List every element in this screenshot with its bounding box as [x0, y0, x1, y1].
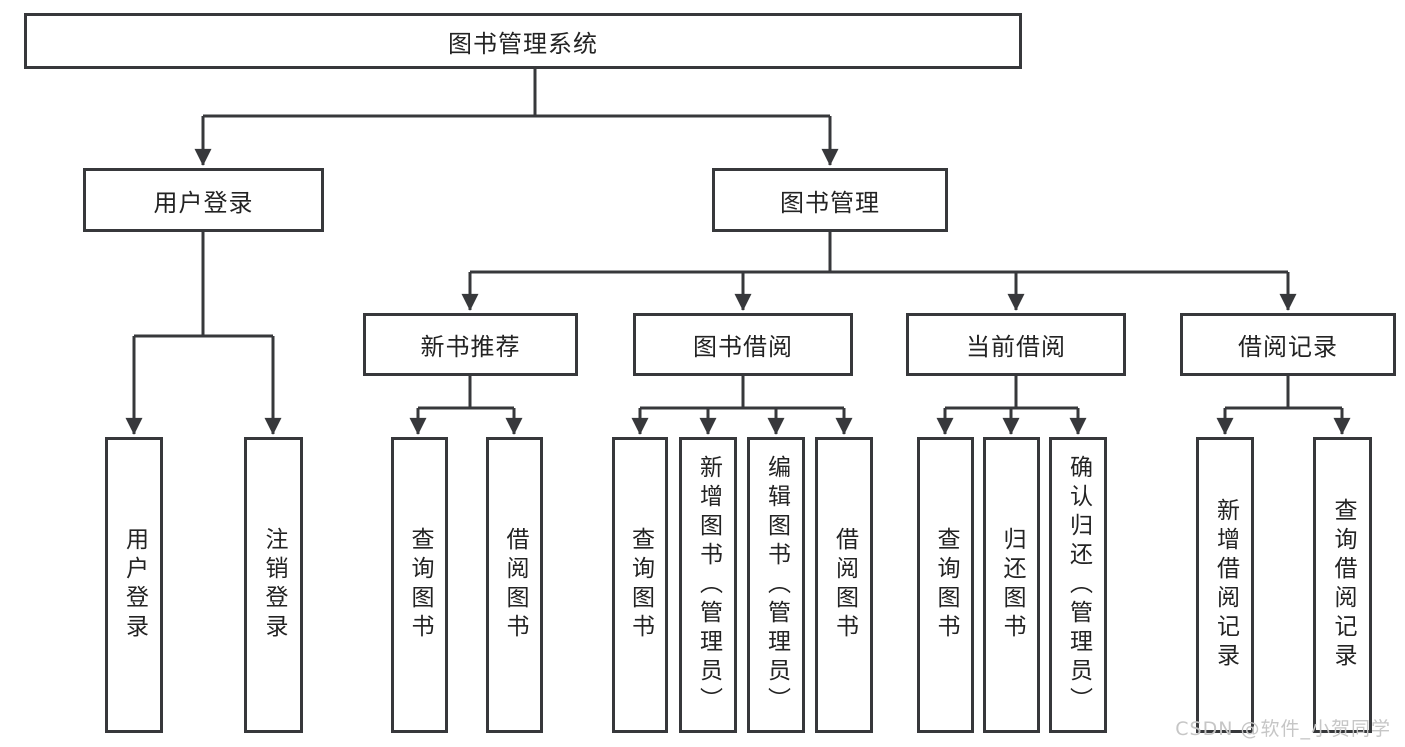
connector-book-mgmt-branch: [470, 232, 1288, 274]
leaf-logout: 注销登录: [244, 437, 303, 733]
leaf-borrow-books-label: 借阅图书: [831, 527, 858, 643]
leaf-query-books-borrow: 查询图书: [612, 437, 668, 733]
leaf-logout-label: 注销登录: [261, 527, 287, 643]
node-book-management: 图书管理: [712, 168, 948, 232]
leaf-confirm-return-admin: 确认归还（管理员）: [1049, 437, 1107, 733]
node-user-login-label: 用户登录: [153, 188, 254, 217]
leaf-borrow-books: 借阅图书: [815, 437, 873, 733]
leaf-add-book-admin: 新增图书（管理员）: [679, 437, 737, 733]
node-borrow-records-label: 借阅记录: [1238, 333, 1338, 361]
connector-book-borrow-branch: [640, 376, 844, 410]
leaf-query-borrow-record-label: 查询借阅记录: [1330, 498, 1356, 672]
node-book-borrow: 图书借阅: [633, 313, 853, 376]
node-new-book-recommend: 新书推荐: [363, 313, 578, 376]
connector-root-to-level2: [203, 69, 830, 118]
leaf-borrow-books-recommend-label: 借阅图书: [502, 527, 528, 643]
leaf-add-borrow-record-label: 新增借阅记录: [1212, 498, 1239, 672]
connector-borrow-record-branch: [1225, 376, 1342, 410]
node-borrow-records: 借阅记录: [1180, 313, 1396, 376]
leaf-user-login-label: 用户登录: [121, 527, 148, 643]
leaf-query-books-recommend: 查询图书: [391, 437, 448, 733]
leaf-user-login: 用户登录: [105, 437, 163, 733]
leaf-query-books-current-label: 查询图书: [933, 527, 959, 643]
leaf-query-books-current: 查询图书: [917, 437, 974, 733]
leaf-edit-book-admin: 编辑图书（管理员）: [747, 437, 805, 733]
node-current-borrow: 当前借阅: [906, 313, 1126, 376]
leaf-edit-book-admin-label: 编辑图书（管理员）: [763, 454, 790, 716]
leaf-return-books-label: 归还图书: [999, 527, 1025, 643]
node-current-borrow-label: 当前借阅: [966, 333, 1066, 361]
leaf-return-books: 归还图书: [983, 437, 1040, 733]
leaf-add-book-admin-label: 新增图书（管理员）: [695, 454, 722, 716]
connector-current-borrow-branch: [945, 376, 1078, 410]
connector-user-login-branch: [134, 232, 273, 338]
node-root: 图书管理系统: [24, 13, 1022, 69]
node-root-label: 图书管理系统: [448, 29, 598, 58]
node-book-management-label: 图书管理: [780, 188, 880, 217]
leaf-query-books-borrow-label: 查询图书: [627, 527, 654, 643]
node-book-borrow-label: 图书借阅: [693, 333, 793, 361]
leaf-query-books-recommend-label: 查询图书: [407, 527, 433, 643]
leaf-add-borrow-record: 新增借阅记录: [1196, 437, 1254, 733]
node-new-book-recommend-label: 新书推荐: [420, 333, 521, 361]
leaf-query-borrow-record: 查询借阅记录: [1313, 437, 1372, 733]
connector-new-book-branch: [418, 376, 514, 410]
watermark: CSDN @软件_小贺同学: [1175, 718, 1391, 740]
leaf-confirm-return-admin-label: 确认归还（管理员）: [1065, 454, 1092, 716]
node-user-login: 用户登录: [83, 168, 324, 232]
leaf-borrow-books-recommend: 借阅图书: [486, 437, 543, 733]
